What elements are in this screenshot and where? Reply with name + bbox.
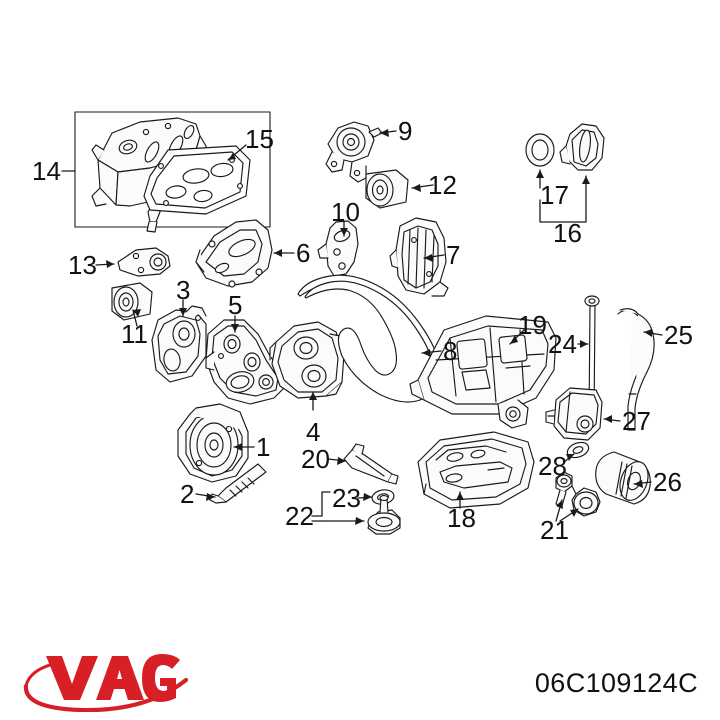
part-number: 06C109124C [534, 668, 698, 698]
callout-label-24: 24 [548, 329, 577, 359]
part-21-oil-pressure-switches [555, 471, 601, 517]
callout-label-7: 7 [446, 240, 461, 270]
part-16-oil-filler-cap [559, 123, 605, 171]
leader-lines [61, 129, 663, 525]
callout-label-21: 21 [540, 515, 569, 545]
part-27-oil-filter-housing [545, 387, 603, 441]
part-2-pulley-bolt [209, 463, 267, 504]
callout-label-14: 14 [32, 156, 61, 186]
callout-label-3: 3 [176, 275, 191, 305]
callout-label-6: 6 [296, 238, 311, 268]
part-5-timing-cover-center [205, 319, 287, 405]
part-9-belt-tensioner [325, 121, 383, 183]
callout-label-12: 12 [428, 170, 457, 200]
part-18-oil-pan-lower [417, 431, 535, 509]
callout-label-23: 23 [332, 483, 361, 513]
exploded-diagram-canvas [61, 111, 663, 535]
part-17-oil-cap-seal [525, 133, 555, 167]
part-22-drain-plug [367, 495, 401, 535]
part-19-oil-pan-upper [409, 315, 557, 429]
part-3-timing-cover-left [151, 305, 207, 383]
callout-label-22: 22 [285, 501, 314, 531]
callout-label-26: 26 [653, 467, 682, 497]
callout-label-16: 16 [553, 218, 582, 248]
part-15-valve-cover-gasket [143, 145, 251, 215]
callout-label-1: 1 [256, 432, 271, 462]
callout-label-13: 13 [68, 250, 97, 280]
callout-label-18: 18 [447, 503, 476, 533]
part-25-dipstick-guide-tube [617, 308, 655, 431]
callout-label-9: 9 [398, 116, 413, 146]
callout-label-28: 28 [538, 451, 567, 481]
part-26-oil-filter [595, 451, 651, 505]
callout-label-2: 2 [180, 479, 195, 509]
part-4-timing-cover-right [269, 321, 345, 399]
callout-label-15: 15 [245, 124, 274, 154]
part-13-tensioner-bracket [117, 247, 171, 277]
callout-label-8: 8 [443, 336, 458, 366]
part-20-sealant-tube [343, 443, 399, 485]
callout-label-17: 17 [540, 180, 569, 210]
part-28-seal-ring [566, 441, 590, 459]
part-8-timing-belt [297, 274, 441, 403]
part-10-tensioner-damper [317, 220, 359, 277]
callout-label-4: 4 [306, 417, 321, 447]
callout-label-25: 25 [664, 320, 693, 350]
part-11-idler-roller [111, 282, 153, 321]
callout-label-11: 11 [121, 319, 148, 349]
vag-logo [23, 654, 189, 712]
part-6-timing-guard-upper [195, 219, 273, 288]
callout-label-27: 27 [622, 406, 651, 436]
callout-label-19: 19 [518, 310, 547, 340]
part-1-crankshaft-pulley [177, 403, 249, 483]
part-12-idler-roller [365, 169, 409, 209]
callout-label-10: 10 [331, 197, 360, 227]
callout-label-5: 5 [228, 290, 243, 320]
part-7-timing-guard-rear [389, 217, 449, 297]
callout-label-20: 20 [301, 444, 330, 474]
